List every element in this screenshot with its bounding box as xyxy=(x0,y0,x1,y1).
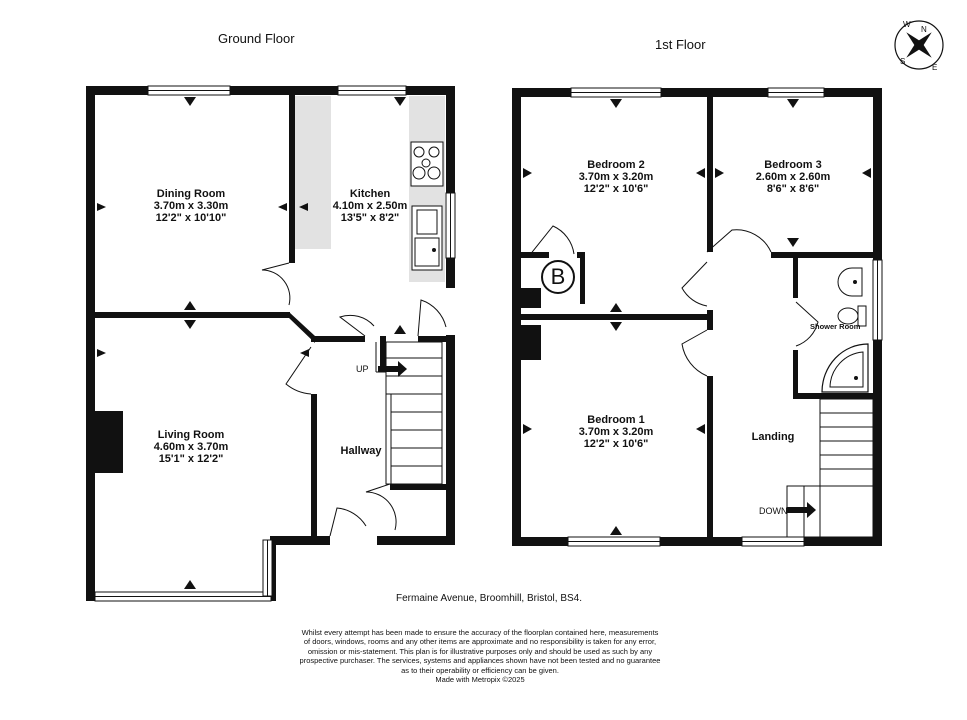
disclaimer-line: as to their operability or efficiency ca… xyxy=(401,665,559,675)
room-metric: 3.70m x 3.20m xyxy=(578,171,654,183)
room-name: Dining Room xyxy=(156,188,226,200)
stairs-up-label: UP xyxy=(356,364,369,374)
ground-floor-plan xyxy=(86,85,456,602)
room-name: Hallway xyxy=(340,445,382,457)
room-hallway: Hallway xyxy=(331,445,391,457)
room-imperial: 12'2" x 10'6" xyxy=(583,438,649,450)
room-kitchen: Kitchen 4.10m x 2.50m 13'5" x 8'2" xyxy=(310,188,430,224)
room-bedroom-2: Bedroom 2 3.70m x 3.20m 12'2" x 10'6" xyxy=(556,159,676,195)
room-shower-room: Shower Room xyxy=(810,322,861,331)
shower-room-wc xyxy=(837,305,867,327)
first-floor-title: 1st Floor xyxy=(655,37,706,52)
kitchen-sink xyxy=(411,205,443,271)
ground-floor-title: Ground Floor xyxy=(218,31,295,46)
compass-s: S xyxy=(900,57,906,66)
boiler-symbol: B xyxy=(541,260,575,294)
room-imperial: 8'6" x 8'6" xyxy=(766,183,820,195)
room-imperial: 15'1" x 12'2" xyxy=(158,453,224,465)
kitchen-hob xyxy=(410,141,444,187)
room-name: Bedroom 1 xyxy=(587,414,645,426)
room-name: Bedroom 2 xyxy=(587,159,645,171)
disclaimer-credit: Made with Metropix ©2025 xyxy=(435,675,525,685)
disclaimer-line: omission or mis-statement. This plan is … xyxy=(307,646,653,656)
first-floor-plan xyxy=(512,87,883,547)
compass-n: N xyxy=(921,25,927,34)
room-metric: 3.70m x 3.30m xyxy=(153,200,229,212)
room-bedroom-3: Bedroom 3 2.60m x 2.60m 8'6" x 8'6" xyxy=(733,159,853,195)
shower-tray xyxy=(821,343,869,393)
disclaimer-line: of doors, windows, rooms and any other i… xyxy=(303,637,657,647)
compass-rose xyxy=(894,20,944,70)
room-metric: 3.70m x 3.20m xyxy=(578,426,654,438)
room-metric: 4.60m x 3.70m xyxy=(153,441,229,453)
property-address: Fermaine Avenue, Broomhill, Bristol, BS4… xyxy=(396,593,583,604)
kitchen-worktop-left xyxy=(295,96,331,249)
disclaimer-line: Whilst every attempt has been made to en… xyxy=(301,628,659,637)
room-living-room: Living Room 4.60m x 3.70m 15'1" x 12'2" xyxy=(131,429,251,465)
disclaimer-line: prospective purchaser. The services, sys… xyxy=(299,656,661,666)
disclaimer: Whilst every attempt has been made to en… xyxy=(270,628,690,684)
stairs-down-label: DOWN xyxy=(759,506,788,516)
room-name: Landing xyxy=(751,431,795,443)
stairs-up-arrow xyxy=(378,361,407,377)
room-bedroom-1: Bedroom 1 3.70m x 3.20m 12'2" x 10'6" xyxy=(556,414,676,450)
compass-e: E xyxy=(932,63,938,72)
room-imperial: 12'2" x 10'6" xyxy=(583,183,649,195)
room-name: Bedroom 3 xyxy=(764,159,822,171)
room-imperial: 12'2" x 10'10" xyxy=(155,212,227,224)
stairs-down-arrow xyxy=(787,502,816,518)
room-metric: 2.60m x 2.60m xyxy=(755,171,831,183)
room-imperial: 13'5" x 8'2" xyxy=(340,212,400,224)
room-name: Living Room xyxy=(157,429,225,441)
shower-room-basin xyxy=(837,267,863,297)
compass-w: W xyxy=(903,20,911,29)
room-landing: Landing xyxy=(738,431,808,443)
room-name: Kitchen xyxy=(349,188,391,200)
room-metric: 4.10m x 2.50m xyxy=(332,200,408,212)
room-dining-room: Dining Room 3.70m x 3.30m 12'2" x 10'10" xyxy=(131,188,251,224)
